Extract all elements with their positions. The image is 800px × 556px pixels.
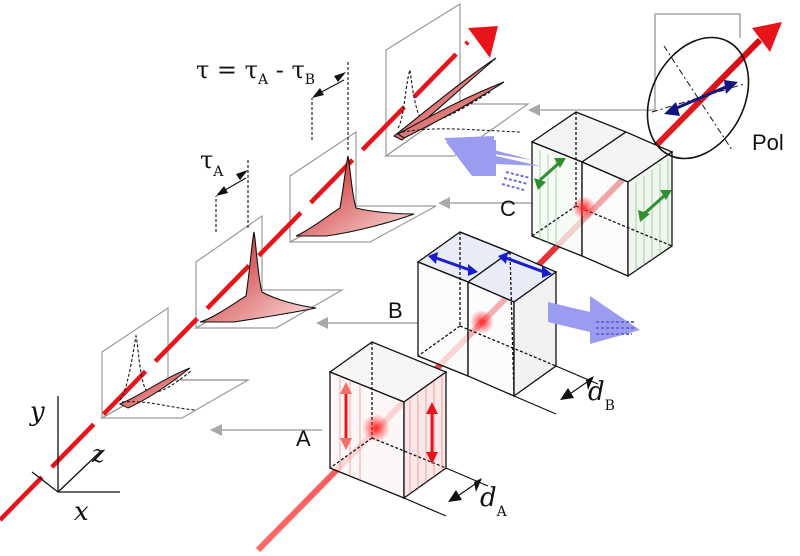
crystal-a [328, 341, 448, 500]
main-beam-left [0, 26, 498, 522]
crystal-a-label: A [296, 426, 311, 451]
polarizer [646, 36, 750, 160]
input-arrow-c [444, 136, 540, 191]
coordinate-axes [31, 396, 120, 493]
guide-arrow-pol [538, 13, 741, 111]
beam-arrowhead-left [468, 26, 498, 58]
tau-dimension-markers [215, 62, 349, 232]
formula-label: τ = τA - τB [196, 56, 315, 88]
crystal-c [530, 111, 674, 278]
beam-arrowhead-right [752, 22, 782, 52]
axis-z-line [57, 451, 101, 493]
axis-z-label: z [91, 440, 105, 468]
crystal-a-axis-arrows [344, 390, 434, 456]
tau-a-label: τA [200, 146, 224, 180]
axis-x-label: x [74, 497, 89, 527]
gray-guide-arrows [210, 13, 741, 436]
crystal-c-label: C [500, 196, 516, 221]
d-b-label: dB [588, 377, 615, 414]
axis-y-label: y [29, 397, 45, 427]
crystal-c-axis-arrows [539, 162, 666, 216]
crystal-b-axis-arrows [435, 256, 545, 274]
input-arrow-b [548, 296, 640, 344]
crystal-b [416, 231, 558, 398]
d-a-label: dA [480, 483, 508, 520]
thickness-markers [403, 365, 599, 517]
pulse-shapes [118, 57, 521, 411]
text-labels: τ = τA - τB τA A B C Pol dA dB x y z [29, 56, 784, 527]
crystal-b-label: B [388, 298, 403, 323]
polarizer-label: Pol [752, 130, 784, 155]
